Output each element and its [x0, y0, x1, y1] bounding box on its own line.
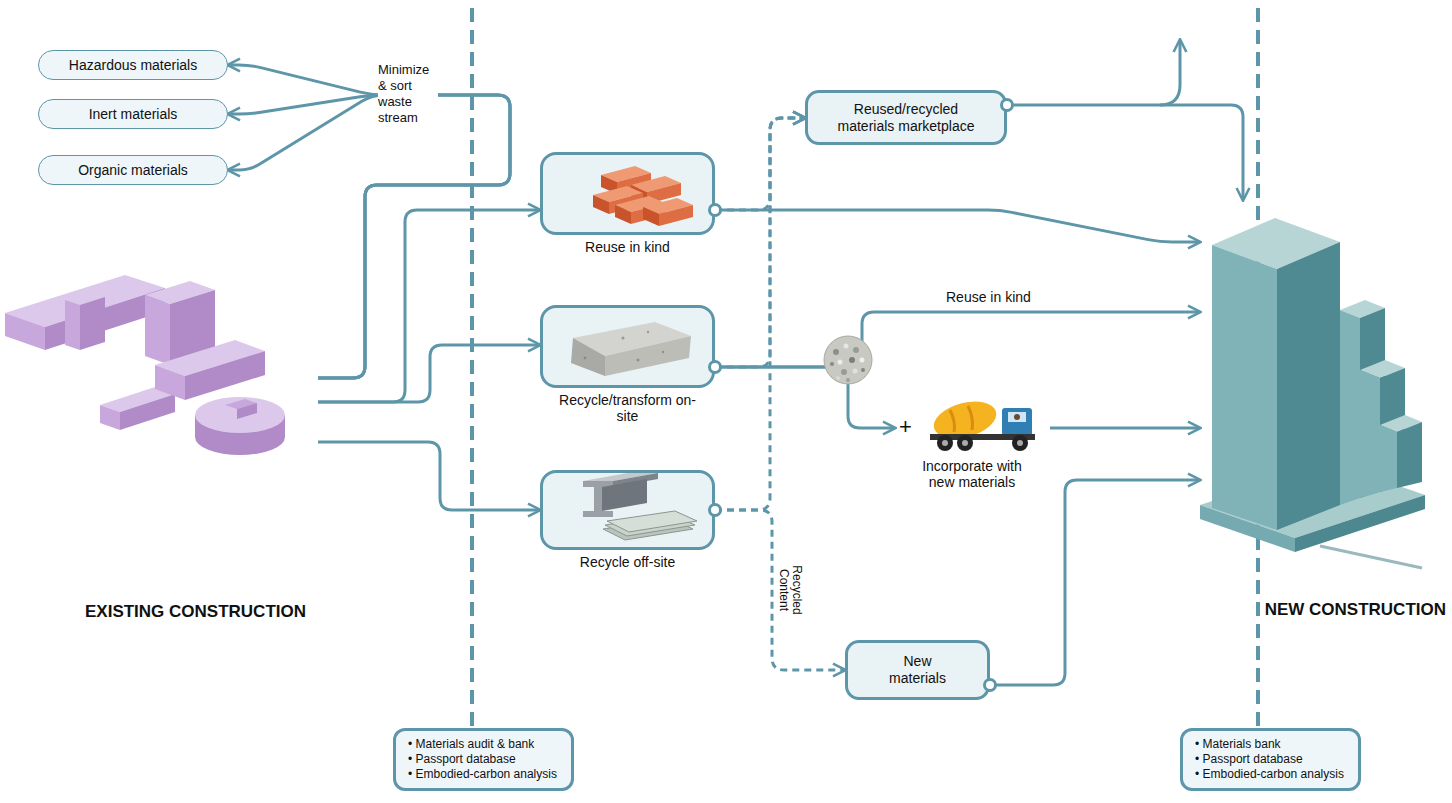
- process-box: Reuse in kind: [540, 152, 715, 235]
- port-dot: [708, 203, 722, 217]
- mixer-truck-picture: [920, 398, 1050, 453]
- new-building-picture: [1200, 200, 1425, 570]
- flow-arrow: [228, 95, 510, 378]
- box-text: • Materials audit & bank: [408, 737, 534, 752]
- edge-label: Reuse in kind: [946, 289, 1031, 305]
- box-text: Inert materials: [89, 106, 178, 122]
- boundary-dashed-line: [470, 8, 474, 728]
- aggregate-picture: [822, 334, 874, 386]
- steel-picture: [543, 473, 712, 547]
- edge-label: Recycled Content: [777, 560, 803, 620]
- flow-arrow: [318, 442, 540, 510]
- box-text: Incorporate with new materials: [912, 458, 1032, 490]
- flow-arrow: [715, 118, 805, 510]
- box-text: • Embodied-carbon analysis: [1195, 767, 1344, 782]
- material-pill: Inert materials: [38, 99, 228, 129]
- port-dot: [1000, 98, 1014, 112]
- info-box: • Materials audit & bank• Passport datab…: [393, 728, 574, 791]
- flow-arrow: [715, 118, 805, 210]
- process-box: Recycle/transform on-site: [540, 305, 715, 388]
- concrete-block-picture: [543, 308, 712, 385]
- rounded-box: New materials: [845, 640, 990, 700]
- flow-arrow: [715, 510, 845, 670]
- construction-heading: EXISTING CONSTRUCTION: [85, 602, 306, 622]
- flow-arrow: [990, 480, 1200, 685]
- info-box: • Materials bank• Passport database• Emb…: [1180, 728, 1361, 791]
- outgoing-arrow: [1160, 40, 1180, 105]
- flow-arrow: [715, 367, 895, 428]
- flow-arrow: [228, 65, 510, 378]
- box-text: Hazardous materials: [69, 57, 197, 73]
- port-dot: [708, 503, 722, 517]
- box-text: • Passport database: [408, 752, 516, 767]
- material-pill: Hazardous materials: [38, 50, 228, 80]
- flow-arrow: [228, 95, 510, 378]
- flow-arrow: [715, 312, 1200, 367]
- existing-building-picture: [5, 255, 318, 465]
- truck-figure: Incorporate with new materials: [895, 398, 1050, 498]
- port-dot: [983, 678, 997, 692]
- rounded-box: Reused/recycled materials marketplace: [805, 90, 1007, 145]
- material-pill: Organic materials: [38, 155, 228, 185]
- port-dot: [708, 360, 722, 374]
- edge-label: Minimize & sort waste stream: [378, 62, 438, 126]
- process-label: Recycle/transform on-site: [553, 392, 703, 424]
- flow-arrow: [715, 210, 1200, 242]
- process-label: Recycle off-site: [553, 554, 703, 570]
- bricks-picture: [543, 155, 712, 232]
- box-text: Reused/recycled materials marketplace: [831, 101, 981, 135]
- box-text: • Embodied-carbon analysis: [408, 767, 557, 782]
- building-figure: EXISTING CONSTRUCTION: [5, 255, 318, 465]
- flow-arrow: [318, 210, 540, 402]
- process-label: Reuse in kind: [553, 239, 703, 255]
- flow-arrow: [1007, 105, 1243, 200]
- flow-arrow: [1050, 427, 1200, 430]
- flow-arrow: [715, 118, 805, 367]
- box-text: • Passport database: [1195, 752, 1303, 767]
- flow-arrow: [318, 345, 540, 402]
- construction-heading: NEW CONSTRUCTION: [1265, 600, 1446, 620]
- box-text: Organic materials: [78, 162, 188, 178]
- process-box: Recycle off-site: [540, 470, 715, 550]
- plus-sign: +: [899, 416, 912, 438]
- box-text: New materials: [883, 653, 953, 687]
- box-text: • Materials bank: [1195, 737, 1281, 752]
- building-figure: NEW CONSTRUCTION: [1200, 200, 1425, 570]
